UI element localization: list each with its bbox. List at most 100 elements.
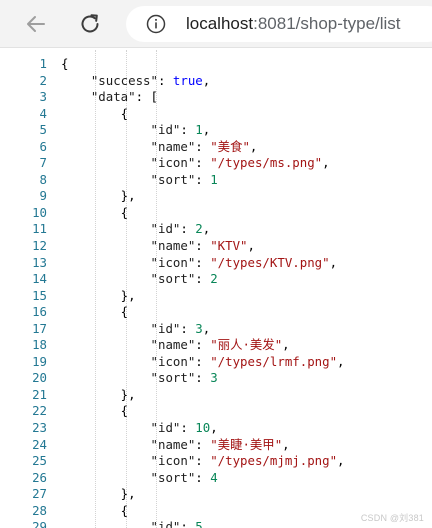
json-token-pun	[61, 437, 151, 452]
json-token-pun: {	[61, 105, 129, 121]
code-line: "sort": 4	[61, 470, 345, 487]
json-token-key: "id"	[150, 519, 181, 528]
json-token-pun: :	[157, 72, 173, 88]
json-token-key: "id"	[150, 221, 181, 237]
json-token-pun: ,	[329, 254, 338, 270]
code-line: "id": 10,	[61, 420, 345, 437]
json-token-pun	[61, 271, 151, 286]
json-token-pun	[61, 420, 151, 435]
json-token-pun: :	[195, 453, 211, 469]
reload-button[interactable]	[74, 8, 106, 40]
address-bar[interactable]: localhost:8081/shop-type/list	[126, 6, 432, 42]
json-token-pun: {	[61, 56, 69, 71]
code-line: },	[61, 288, 345, 305]
json-token-pun: {	[61, 304, 129, 320]
json-token-key: "sort"	[150, 469, 196, 485]
json-token-pun: :	[195, 254, 211, 270]
json-token-key: "id"	[150, 420, 181, 436]
json-token-pun: : [	[135, 89, 158, 105]
json-token-str: "/types/mjmj.png"	[210, 453, 338, 469]
json-token-pun: },	[61, 486, 136, 502]
code-line: },	[61, 486, 345, 503]
line-number: 19	[32, 353, 47, 369]
json-token-key: "sort"	[150, 370, 196, 386]
code-line: "icon": "/types/ms.png",	[61, 155, 345, 172]
json-token-pun: },	[61, 287, 136, 303]
json-token-key: "id"	[150, 320, 181, 336]
line-number: 15	[32, 287, 47, 303]
json-token-pun	[61, 73, 91, 88]
json-code: { "success": true, "data": [ { "id": 1, …	[61, 56, 345, 528]
json-token-pun: :	[180, 519, 196, 528]
json-token-pun: ,	[210, 420, 218, 436]
url-text[interactable]: localhost:8081/shop-type/list	[186, 14, 401, 34]
line-number: 5	[39, 122, 47, 138]
line-number: 14	[32, 271, 47, 287]
json-token-pun: :	[195, 370, 211, 386]
code-line: "id": 1,	[61, 122, 345, 139]
json-token-key: "icon"	[150, 353, 196, 369]
json-token-pun	[61, 122, 151, 137]
line-number: 17	[32, 320, 47, 336]
code-line: "id": 2,	[61, 221, 345, 238]
json-token-num: 2	[195, 221, 203, 237]
json-token-pun	[61, 470, 151, 485]
json-token-str: "美食"	[210, 138, 250, 154]
json-token-key: "data"	[90, 89, 136, 105]
json-token-pun: :	[195, 337, 211, 353]
line-number: 26	[32, 469, 47, 485]
json-token-pun: {	[61, 502, 129, 518]
code-line: "sort": 2	[61, 271, 345, 288]
back-button[interactable]	[20, 8, 52, 40]
json-token-num: 4	[210, 469, 218, 485]
line-number: 3	[39, 89, 47, 105]
code-line: {	[61, 304, 345, 321]
json-token-num: 2	[210, 271, 218, 287]
line-number: 11	[32, 221, 47, 237]
watermark: CSDN @刘381	[360, 513, 424, 523]
json-token-pun: :	[195, 155, 211, 171]
json-token-pun: ,	[249, 138, 258, 154]
code-line: {	[61, 403, 345, 420]
json-token-kw: true	[172, 72, 203, 88]
json-token-pun: :	[195, 353, 211, 369]
json-token-pun: ,	[322, 155, 330, 171]
line-number: 21	[32, 386, 47, 402]
json-token-pun: },	[61, 386, 136, 402]
json-token-pun	[61, 139, 151, 154]
code-line: "name": "美睫·美甲",	[61, 437, 345, 454]
json-token-key: "name"	[150, 238, 196, 254]
json-token-str: "丽人·美发"	[210, 337, 283, 353]
line-number: 16	[32, 304, 47, 320]
code-line: "data": [	[61, 89, 345, 106]
arrow-left-icon	[27, 16, 45, 32]
json-token-pun	[61, 453, 151, 468]
browser-toolbar: localhost:8081/shop-type/list	[0, 0, 432, 48]
line-number: 10	[32, 204, 47, 220]
json-token-key: "icon"	[150, 453, 196, 469]
json-token-num: 1	[195, 122, 203, 138]
code-line: "sort": 3	[61, 370, 345, 387]
code-line: {	[61, 106, 345, 123]
code-line: "icon": "/types/KTV.png",	[61, 255, 345, 272]
code-line: {	[61, 503, 345, 520]
line-number: 28	[32, 502, 47, 518]
line-number: 29	[32, 519, 47, 528]
json-token-pun: :	[195, 469, 211, 485]
info-icon[interactable]	[146, 14, 166, 34]
code-line: "name": "KTV",	[61, 238, 345, 255]
json-token-pun: :	[180, 420, 196, 436]
line-number: 13	[32, 254, 47, 270]
url-host: localhost	[186, 14, 254, 33]
code-line: "name": "美食",	[61, 139, 345, 156]
code-line: "success": true,	[61, 73, 345, 90]
code-line: "id": 3,	[61, 321, 345, 338]
line-number: 8	[39, 171, 47, 187]
json-token-key: "sort"	[150, 171, 196, 187]
json-token-pun: ,	[337, 453, 345, 469]
json-token-pun	[61, 519, 151, 528]
json-token-key: "name"	[150, 436, 196, 452]
json-token-pun	[61, 321, 151, 336]
